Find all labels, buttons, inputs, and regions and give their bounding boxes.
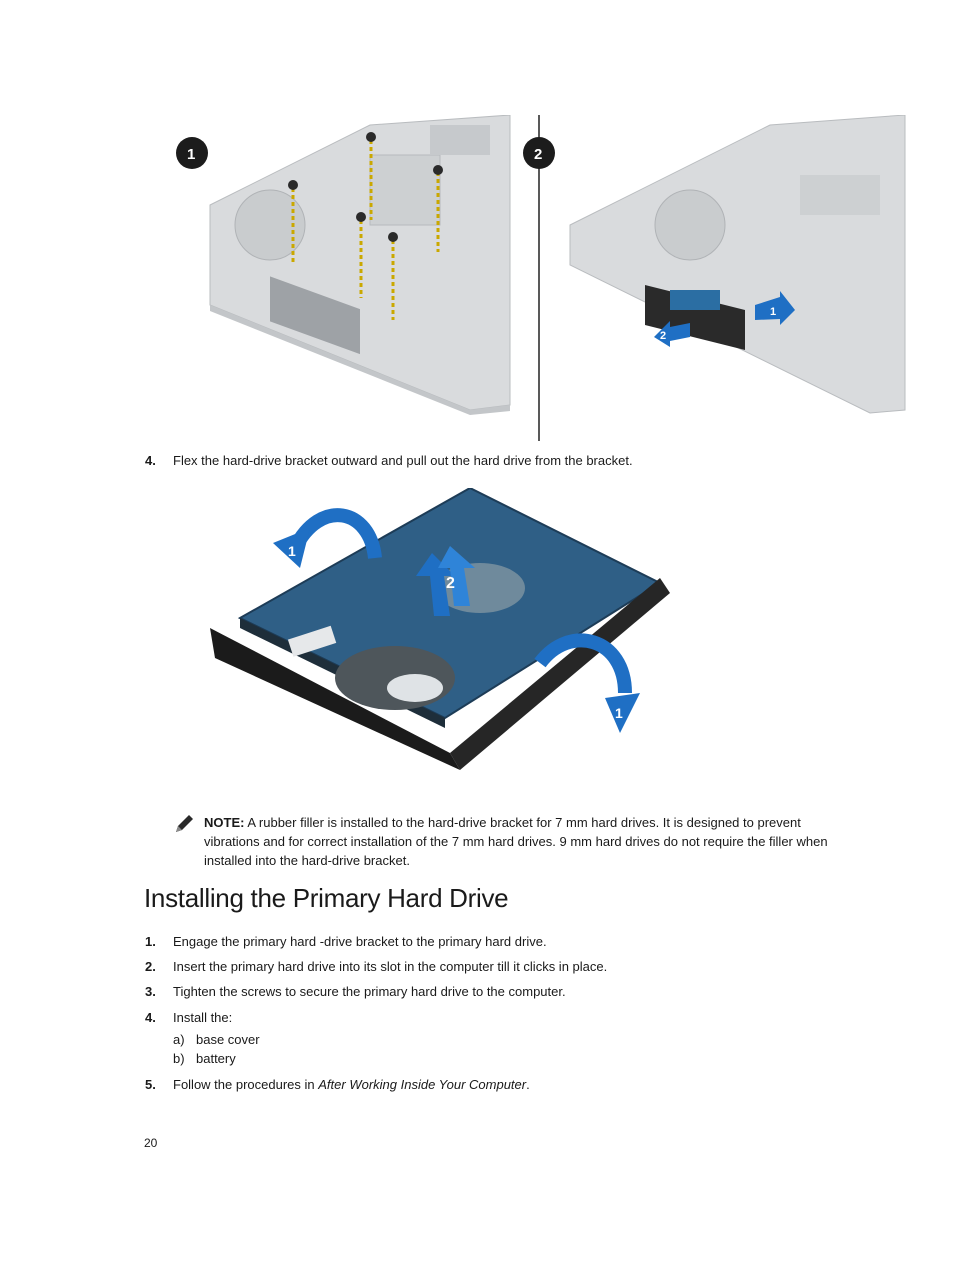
svg-text:1: 1 [770, 306, 776, 318]
hard-drive-bracket [210, 578, 670, 770]
badge-1-text: 1 [187, 146, 195, 163]
step-text: Install the: [173, 1010, 233, 1025]
arrow-flex-right: 1 [534, 633, 640, 733]
page-number: 20 [144, 1136, 158, 1150]
step-number: 1. [145, 934, 156, 949]
svg-text:2: 2 [660, 330, 666, 342]
substep-a: a) base cover [173, 1032, 260, 1048]
substep-text: battery [196, 1051, 236, 1066]
svg-text:1: 1 [288, 543, 296, 559]
note-text: A rubber filler is installed to the hard… [204, 815, 828, 868]
step-number: 4. [145, 453, 156, 468]
arrow-panel-2-1: 1 [755, 291, 795, 325]
step-text-prefix: Follow the procedures in [173, 1077, 319, 1092]
step-number: 3. [145, 984, 156, 999]
laptop-base-panel-2 [569, 115, 906, 414]
svg-text:2: 2 [446, 575, 455, 592]
substep-text: base cover [196, 1032, 260, 1047]
step-text: Engage the primary hard -drive bracket t… [173, 934, 547, 949]
figure-hard-drive-bracket: 1 2 1 [210, 488, 670, 770]
arrow-flex-left: 1 [273, 508, 382, 568]
screws-panel-1 [291, 140, 440, 320]
substep-letter: b) [173, 1051, 185, 1066]
pencil-note-icon [172, 812, 196, 836]
step-text: Insert the primary hard drive into its s… [173, 959, 608, 974]
step-text-suffix: . [526, 1077, 530, 1092]
substep-b: b) battery [173, 1051, 236, 1067]
step-number: 4. [145, 1010, 156, 1025]
badge-2-text: 2 [534, 146, 542, 163]
arrow-lift-center: 2 [416, 546, 475, 616]
note-label: NOTE: [204, 815, 245, 830]
svg-text:1: 1 [615, 705, 623, 721]
step-text: Tighten the screws to secure the primary… [173, 984, 566, 999]
step-badge-1: 1 [176, 137, 208, 169]
section-title: Installing the Primary Hard Drive [144, 883, 509, 913]
screw-heads-panel-1 [288, 132, 443, 242]
procedure-reference: After Working Inside Your Computer [318, 1077, 527, 1092]
step-number: 2. [145, 959, 156, 974]
step-text: Follow the procedures in After Working I… [173, 1077, 530, 1093]
step-number: 5. [145, 1077, 156, 1092]
figure-screw-removal: 1 1 2 2 [176, 115, 906, 441]
note-block: NOTE: A rubber filler is installed to th… [204, 813, 844, 870]
substep-letter: a) [173, 1032, 185, 1047]
arrow-panel-2-2: 2 [654, 321, 690, 347]
step-badge-2: 2 [523, 137, 555, 169]
step-text: Flex the hard-drive bracket outward and … [173, 453, 633, 468]
